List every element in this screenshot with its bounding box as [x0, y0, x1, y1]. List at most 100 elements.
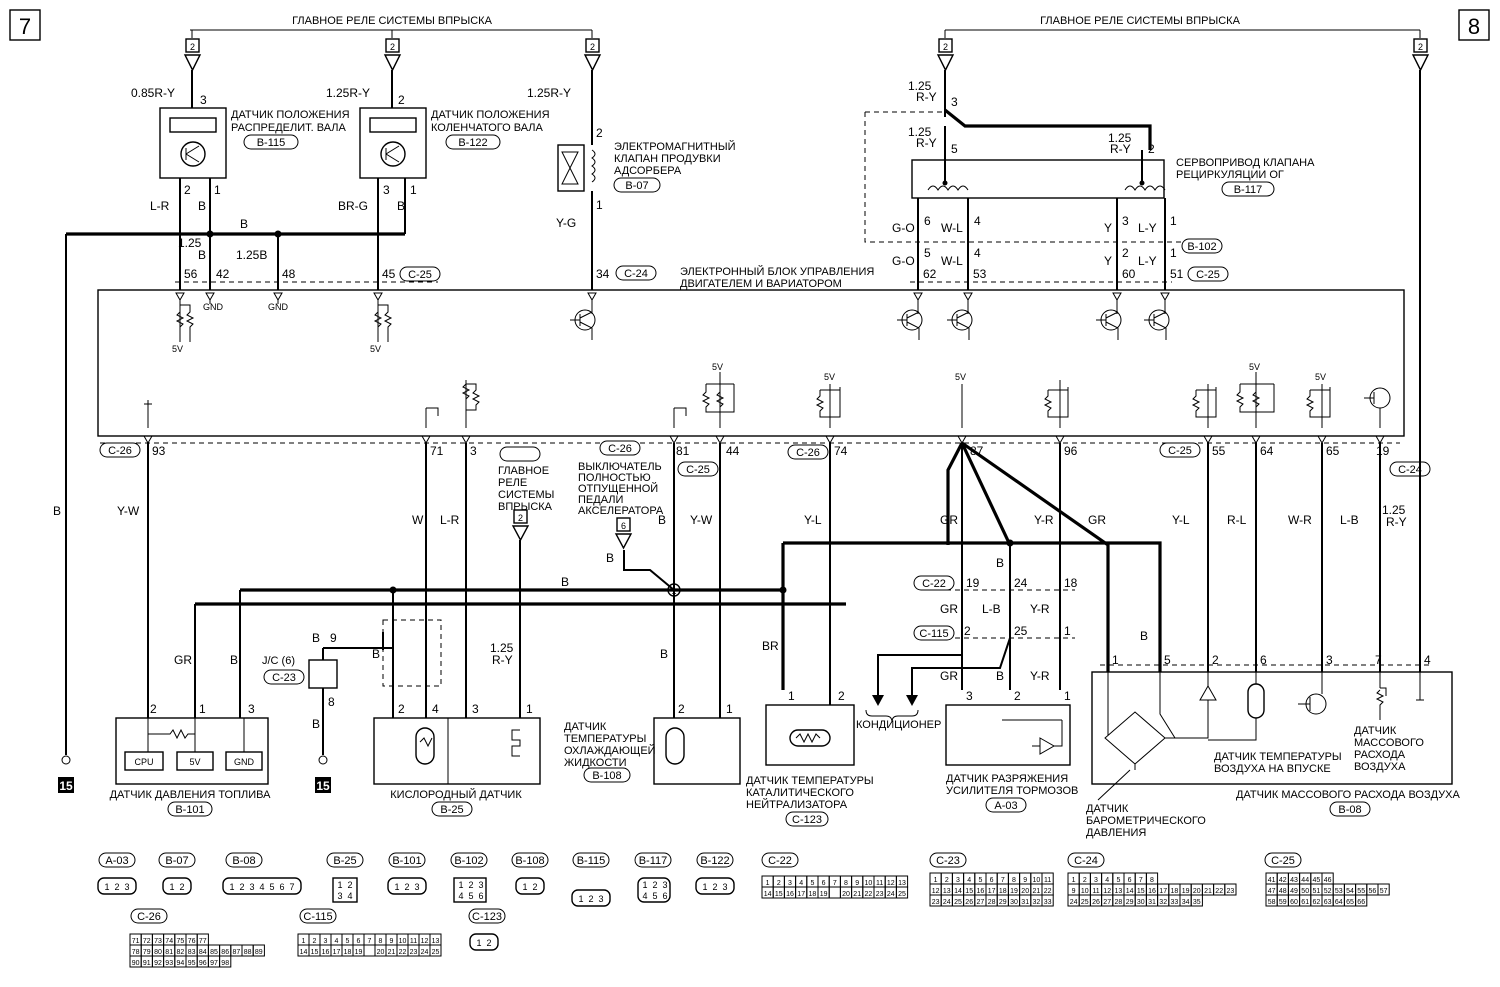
catalyst-code: C-123	[792, 814, 822, 826]
legend-c24-pin: 17	[1159, 888, 1167, 895]
legend-c24-pin: 22	[1215, 888, 1223, 895]
pin-cam-3: 3	[200, 93, 207, 107]
ground-ref-left: 15	[58, 755, 74, 793]
c22-pin-19: 19	[966, 576, 980, 590]
fuel-code: B-101	[175, 804, 204, 816]
legend-c22-pin: 2	[777, 880, 781, 887]
legend-c23-pin: 19	[1010, 888, 1018, 895]
legend-b108-pin: 2	[532, 882, 537, 892]
wl-yr-c22: Y-R	[1030, 602, 1050, 616]
pedal-label-1: ВЫКЛЮЧАТЕЛЬ	[578, 461, 662, 473]
legend-c24-pin: 25	[1081, 899, 1089, 906]
egr-servo-label-2: РЕЦИРКУЛЯЦИИ ОГ	[1176, 169, 1284, 181]
pedal-switch: ВЫКЛЮЧАТЕЛЬ ПОЛНОСТЬЮ ОТПУЩЕННОЙ ПЕДАЛИ …	[578, 461, 664, 550]
legend-c24-pin: 28	[1115, 899, 1123, 906]
egr-wl-ly-1: L-Y	[1138, 221, 1157, 235]
legend-c115-pin: 13	[432, 938, 440, 945]
ecu-pin-45: 45	[382, 267, 396, 281]
legend-c25-pin: 53	[1335, 888, 1343, 895]
legend-c26-pin: 77	[199, 938, 207, 945]
legend-c22-pin: 6	[822, 880, 826, 887]
legend-c115-pin: 9	[390, 938, 394, 945]
legend-c23-pin: 22	[1044, 888, 1052, 895]
legend-c123-pin: 1	[476, 938, 481, 948]
wl-ry-19: R-Y	[1386, 515, 1407, 529]
legend-c24-pin: 19	[1182, 888, 1190, 895]
egr-pin-4: 4	[974, 214, 981, 228]
fuel-label: ДАТЧИК ДАВЛЕНИЯ ТОПЛИВА	[110, 789, 272, 801]
intake-temp-label-1: ДАТЧИК ТЕМПЕРАТУРЫ	[1214, 751, 1342, 763]
legend-c24-pin: 35	[1193, 899, 1201, 906]
legend-b102-pin: 1	[458, 880, 463, 890]
oxygen-label: КИСЛОРОДНЫЙ ДАТЧИК	[390, 788, 522, 801]
pin-crank-2: 2	[398, 93, 405, 107]
legend-c22-pin: 19	[820, 891, 828, 898]
wire-label-yg: Y-G	[556, 216, 576, 230]
legend-c23-pin: 13	[943, 888, 951, 895]
wl-yw-44: Y-W	[690, 513, 713, 527]
cam-sensor-code: B-115	[257, 137, 286, 149]
wire-label-125ry-crank: 1.25R-Y	[326, 86, 370, 100]
pedal-label-2: ПОЛНОСТЬЮ	[578, 472, 651, 484]
legend-c22-pin: 24	[887, 891, 895, 898]
baro-label-1: ДАТЧИК	[1086, 803, 1129, 815]
legend-c24-pin: 8	[1150, 877, 1154, 884]
legend-c23-pin: 31	[1021, 899, 1029, 906]
legend-label-b-102: B-102	[454, 855, 483, 867]
ecu-pin-74: 74	[834, 444, 848, 458]
ecu-title-1: ЭЛЕКТРОННЫЙ БЛОК УПРАВЛЕНИЯ	[680, 265, 874, 278]
legend-c22-pin: 4	[799, 880, 803, 887]
legend-b115-pin: 3	[598, 894, 603, 904]
legend-c115-pin: 21	[388, 949, 396, 956]
connector-c26-a: C-26	[108, 445, 132, 457]
egr-wl-y-2: Y	[1104, 254, 1112, 268]
fuel-5v: 5V	[189, 757, 200, 767]
legend-c23-pin: 9	[1023, 877, 1027, 884]
legend-c23-pin: 4	[967, 877, 971, 884]
legend-c22-pin: 20	[842, 891, 850, 898]
legend-c25-pin: 57	[1380, 888, 1388, 895]
jc-pin-9: 9	[330, 631, 337, 645]
legend-c23-pin: 27	[977, 899, 985, 906]
legend-c24-pin: 3	[1094, 877, 1098, 884]
legend-c25-pin: 49	[1290, 888, 1298, 895]
ecu-pin-3: 3	[470, 444, 477, 458]
oxygen-sensor: 2 4 3 1 КИСЛОРОДНЫЙ ДАТЧИК B-25	[373, 619, 541, 817]
ecu-pin-60: 60	[1122, 267, 1136, 281]
wl-b-brake: B	[996, 669, 1004, 683]
legend-b25-pin: 1	[337, 880, 342, 890]
connector-c23-label: C-23	[272, 672, 296, 684]
wl-lb-19: L-B	[1340, 513, 1359, 527]
legend-c22-pin: 5	[810, 880, 814, 887]
wl-b-fuel: B	[230, 653, 238, 667]
legend-c22-pin: 9	[855, 880, 859, 887]
legend-c23-pin: 16	[977, 888, 985, 895]
gnd-48: GND	[268, 302, 289, 312]
egr-pin-2: 2	[1148, 142, 1155, 156]
legend-c123-pin: 2	[486, 938, 491, 948]
legend-c26-pin: 83	[188, 949, 196, 956]
legend-label-c-123: C-123	[472, 911, 502, 923]
maf-code: B-08	[1338, 804, 1361, 816]
legend-c24-pin: 29	[1126, 899, 1134, 906]
egr-pin-6: 6	[924, 214, 931, 228]
ecu-internal-bottom	[144, 372, 1391, 428]
legend-label-b-115: B-115	[577, 855, 606, 867]
legend-c25-pin: 50	[1301, 888, 1309, 895]
legend-c26-pin: 74	[165, 938, 173, 945]
legend-c24-pin: 1	[1072, 877, 1076, 884]
pedal-ref-6: 6	[621, 521, 626, 531]
legend-c23-pin: 17	[988, 888, 996, 895]
wl-wr-65: W-R	[1288, 513, 1312, 527]
pin-purge-1: 1	[596, 198, 603, 212]
maf-pin-5: 5	[1164, 653, 1171, 667]
legend-b122-pin: 1	[702, 882, 707, 892]
b102-pin-4: 4	[974, 246, 981, 260]
legend-c115-pin: 24	[421, 949, 429, 956]
legend-c26-pin: 97	[210, 960, 218, 967]
wire-label-brg: BR-G	[338, 199, 368, 213]
maf-sub-4: ВОЗДУХА	[1354, 761, 1406, 773]
wl-yr-brake: Y-R	[1030, 669, 1050, 683]
connector-c115-label: C-115	[919, 628, 948, 640]
